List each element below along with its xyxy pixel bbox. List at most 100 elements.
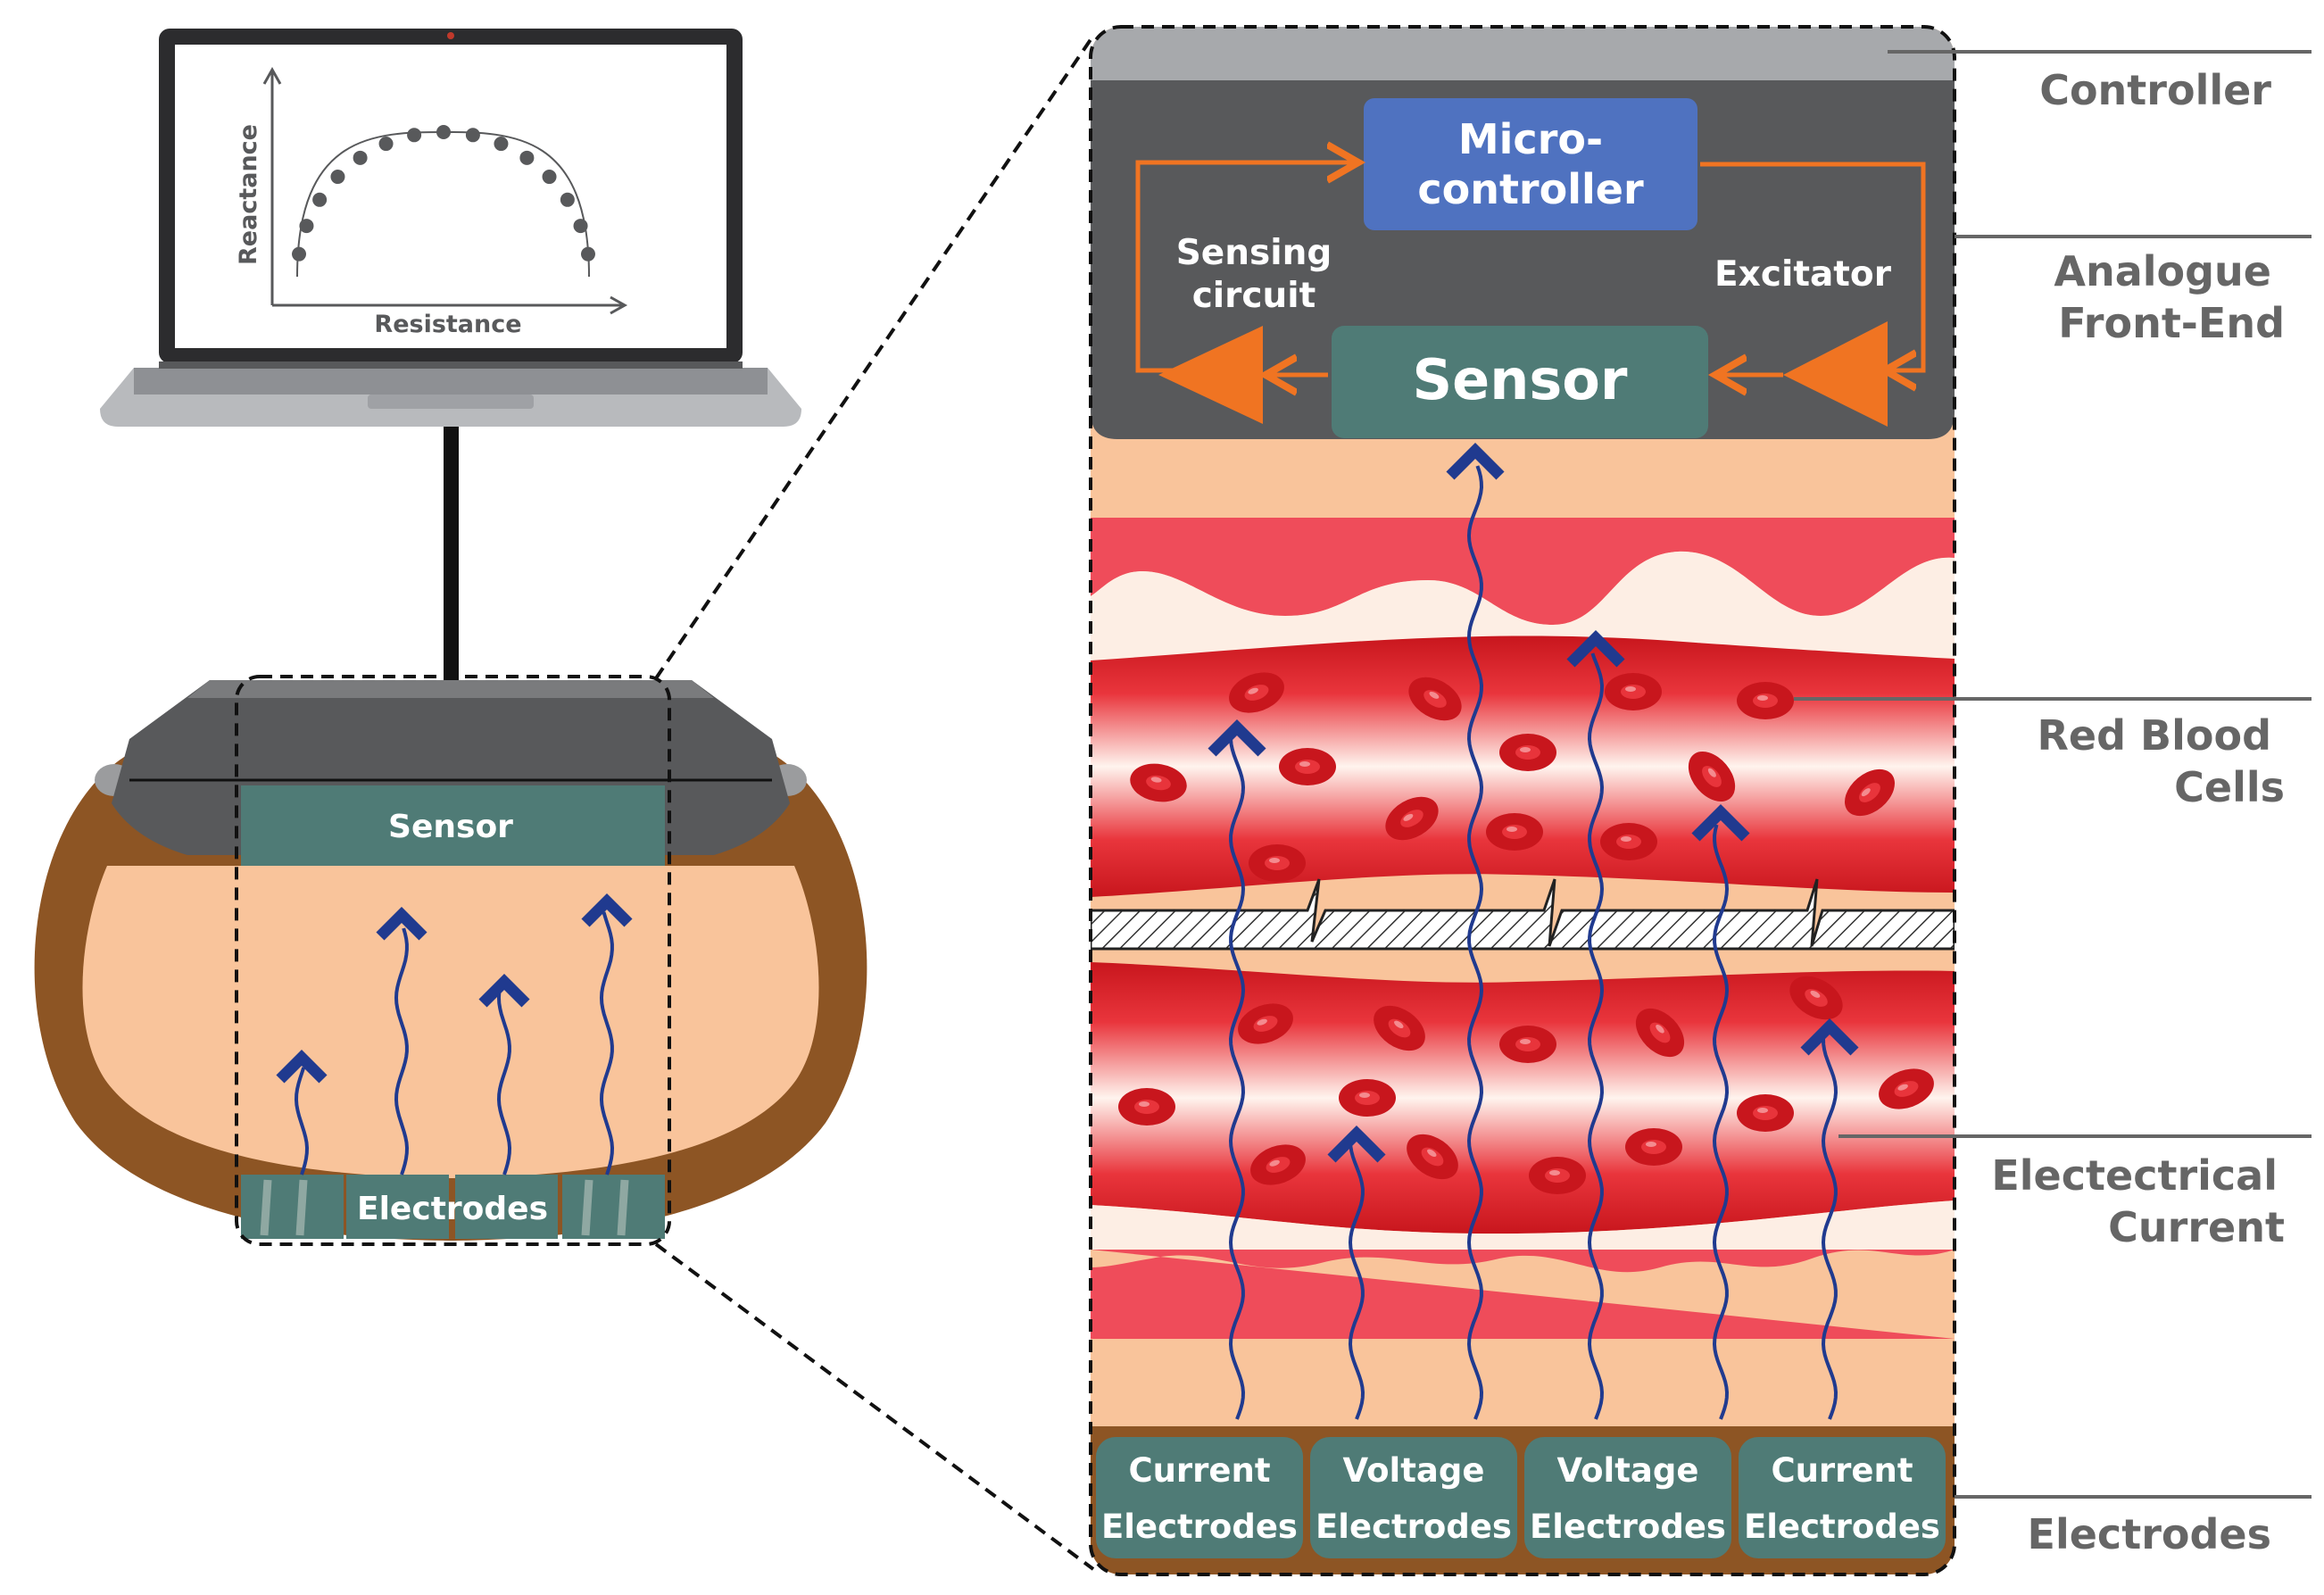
device-electrodes: Electrodes [241, 1175, 665, 1239]
excitator-label: Excitator [1714, 254, 1892, 295]
sensing-circuit-label: Sensing [1176, 233, 1332, 273]
red-blood-cell [1600, 823, 1657, 860]
laptop: Reactance Resistance [100, 29, 801, 427]
cable [444, 427, 459, 681]
electrode-label: Electrodes [1744, 1508, 1940, 1546]
loop-arrow-from-micro [1700, 162, 1926, 370]
laptop-hinge [159, 361, 743, 369]
current-wave [1821, 1038, 1838, 1420]
current-arrowhead [1691, 803, 1750, 842]
plot-x-axis-arrow [610, 295, 628, 315]
current-arrowhead [1566, 629, 1625, 668]
red-blood-cell [1339, 1079, 1396, 1117]
electrode-label: Electrodes [1530, 1508, 1726, 1546]
tissue-break [1091, 878, 1955, 951]
controller-area [1091, 27, 1955, 439]
microcontroller-label: Micro- [1458, 115, 1603, 163]
plot-point [542, 170, 557, 185]
electrode-pad [562, 1175, 665, 1239]
zoom-sensor-box [1332, 326, 1708, 438]
current-wave [294, 1067, 310, 1175]
zoom-connector-top [654, 34, 1095, 680]
current-wave [1228, 738, 1246, 1420]
plot-point [378, 137, 394, 152]
red-blood-cell [1385, 796, 1439, 841]
legend-afe: Analogue [2054, 247, 2271, 295]
electrode-label: Electrodes [1101, 1508, 1298, 1546]
zoom-sensor-label: Sensor [1413, 347, 1628, 412]
red-blood-cell [1499, 734, 1556, 771]
red-blood-cell [1238, 1003, 1293, 1044]
current-arrowhead [581, 893, 633, 927]
laptop-display [175, 45, 726, 348]
impedance-plot: Reactance Resistance [235, 66, 628, 338]
current-arrowhead [1446, 442, 1505, 480]
legend-afe: Front-End [2058, 299, 2285, 347]
current-wave [496, 992, 512, 1175]
current-wave [1348, 1145, 1365, 1420]
electrode-pad [455, 1175, 558, 1239]
controller-top-bar [1091, 27, 1955, 80]
red-blood-cell [1737, 682, 1794, 719]
device-electrodes-label: Electrodes [357, 1191, 548, 1227]
electrode-box-2 [1310, 1437, 1517, 1558]
electrode-label: Electrodes [1316, 1508, 1512, 1546]
red-blood-cell [1635, 1008, 1685, 1058]
current-arrowhead [376, 906, 427, 941]
electrode-box-3 [1524, 1437, 1731, 1558]
laptop-keyboard [134, 368, 768, 395]
legend-current: Electectrical [1991, 1151, 2278, 1200]
plot-point [580, 246, 595, 262]
plot-point [330, 170, 345, 185]
zoom-current-arrows [1208, 442, 1859, 1420]
device-sensor-label: Sensor [388, 809, 513, 845]
red-blood-cell [1879, 1068, 1934, 1109]
electrode-pad [241, 1175, 344, 1239]
red-blood-cell [1605, 673, 1662, 710]
electrode-label: Voltage [1343, 1451, 1485, 1490]
device-current-arrows [276, 893, 633, 1175]
plot-y-axis-arrow [262, 66, 282, 85]
microcontroller-box [1364, 98, 1697, 230]
current-arrowhead [1327, 1125, 1386, 1163]
plot-point [573, 219, 588, 234]
device-zoom-region [235, 675, 671, 1246]
legend-current: Current [2108, 1203, 2285, 1251]
legend-rbc: Red Blood [2037, 711, 2271, 760]
current-wave [1712, 824, 1730, 1420]
plot-point [519, 150, 535, 165]
electrode-label: Current [1771, 1451, 1913, 1490]
skin-tissue [82, 866, 819, 1178]
current-arrowhead [276, 1049, 328, 1084]
red-blood-cell [1408, 677, 1462, 721]
red-blood-cell [1625, 1128, 1682, 1166]
red-blood-cell [1250, 1144, 1306, 1185]
wearable-device: Sensor Electrodes [34, 675, 867, 1246]
tissue-layer-bottom [1091, 1250, 1955, 1339]
legend-rbc: Cells [2174, 763, 2285, 811]
electrode-box-1 [1096, 1437, 1303, 1558]
plot-y-label: Reactance [235, 124, 262, 265]
red-blood-cell [1130, 763, 1187, 802]
current-arrowhead [1208, 719, 1266, 757]
plot-x-label: Resistance [374, 311, 521, 338]
current-arrowhead [478, 973, 530, 1008]
zoom-panel-border [1089, 25, 1956, 1576]
microcontroller-label: controller [1417, 165, 1644, 213]
plot-point [407, 128, 422, 143]
red-blood-cell [1279, 748, 1336, 785]
electrode-box-4 [1739, 1437, 1946, 1558]
zoom-connector-bottom [654, 1242, 1095, 1571]
legend-controller: Controller [2039, 66, 2271, 114]
red-blood-cell [1407, 1134, 1458, 1180]
plot-point [292, 246, 307, 262]
legend-electrodes: Electrodes [2028, 1510, 2271, 1558]
current-wave [599, 911, 615, 1175]
current-wave [1587, 652, 1605, 1420]
plot-point [436, 125, 451, 139]
controller-body [1091, 80, 1955, 439]
device-sensor-band [241, 785, 665, 866]
red-blood-cell [1118, 1088, 1175, 1126]
plot-point [494, 137, 509, 152]
sensing-circuit-label: circuit [1192, 276, 1316, 316]
